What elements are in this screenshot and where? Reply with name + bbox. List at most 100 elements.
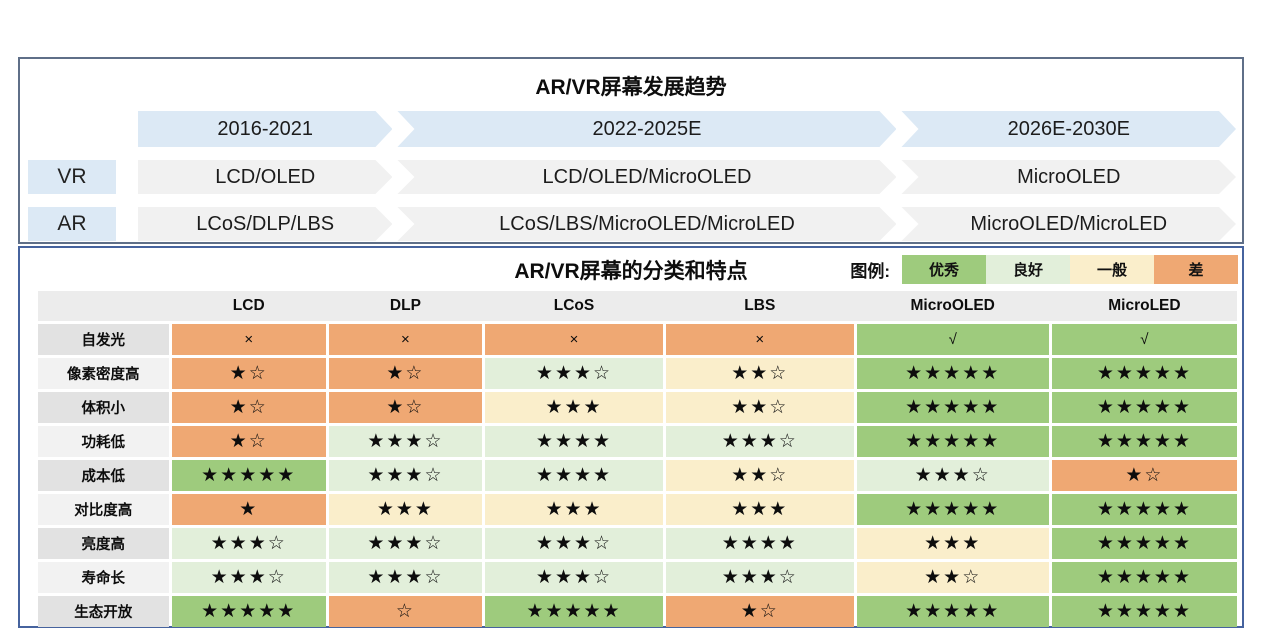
legend-swatch-fair: 一般 [1070, 255, 1154, 284]
comparison-matrix-panel: AR/VR屏幕的分类和特点 图例: 优秀良好一般差 LCD DLP LCoS LBS M… [18, 246, 1244, 628]
cell-lcd-row6: ★★★☆ [171, 528, 326, 559]
period-arrow-0: 2016-2021 [138, 111, 392, 147]
cell-microled-row3: ★★★★★ [1051, 426, 1237, 457]
legend-label: 图例: [850, 262, 890, 281]
cell-microled-row0: √ [1051, 324, 1237, 355]
cell-lbs-row3: ★★★☆ [666, 426, 854, 457]
cell-lbs-row5: ★★★ [666, 494, 854, 525]
cell-lbs-row7: ★★★☆ [666, 562, 854, 593]
column-header-dlp: DLP [389, 297, 421, 314]
period-arrow-1: 2022-2025E [397, 111, 896, 147]
cell-lcos-row3: ★★★★ [484, 426, 664, 457]
row-label-0: 自发光 [38, 324, 169, 355]
cell-lcos-row0: × [484, 324, 664, 355]
cell-microled-row1: ★★★★★ [1051, 358, 1237, 389]
cell-dlp-row3: ★★★☆ [328, 426, 482, 457]
cell-microled-row5: ★★★★★ [1051, 494, 1237, 525]
row-label-8: 生态开放 [38, 596, 169, 627]
cell-microoled-row6: ★★★ [856, 528, 1049, 559]
cell-lcd-row3: ★☆ [171, 426, 326, 457]
legend-swatches: 优秀良好一般差 [902, 255, 1238, 284]
cell-lcd-row2: ★☆ [171, 392, 326, 423]
cell-lcos-row2: ★★★ [484, 392, 664, 423]
cell-microoled-row1: ★★★★★ [856, 358, 1049, 389]
cell-lbs-row4: ★★☆ [666, 460, 854, 491]
ar-arrow-2: MicroOLED/MicroLED [901, 207, 1236, 241]
cell-lcos-row4: ★★★★ [484, 460, 664, 491]
column-header-microled: MicroLED [1108, 297, 1181, 314]
row-label-1: 像素密度高 [38, 358, 169, 389]
legend-swatch-good: 良好 [986, 255, 1070, 284]
cell-lcd-row1: ★☆ [171, 358, 326, 389]
row-label-6: 亮度高 [38, 528, 169, 559]
cell-microoled-row7: ★★☆ [856, 562, 1049, 593]
vr-arrow-1: LCD/OLED/MicroOLED [397, 160, 896, 194]
cell-microoled-row0: √ [856, 324, 1049, 355]
vr-arrow-0: LCD/OLED [138, 160, 392, 194]
row-label-4: 成本低 [38, 460, 169, 491]
row-label-2: 体积小 [38, 392, 169, 423]
matrix-header-bar: AR/VR屏幕的分类和特点 图例: 优秀良好一般差 [20, 253, 1242, 289]
cell-dlp-row2: ★☆ [328, 392, 482, 423]
cell-lbs-row6: ★★★★ [666, 528, 854, 559]
vr-arrow-2: MicroOLED [901, 160, 1236, 194]
cell-lbs-row0: × [666, 324, 854, 355]
cell-microoled-row4: ★★★☆ [856, 460, 1049, 491]
legend-swatch-excellent: 优秀 [902, 255, 986, 284]
cell-lbs-row8: ★☆ [666, 596, 854, 627]
cell-lcd-row8: ★★★★★ [171, 596, 326, 627]
table-header-row: LCD DLP LCoS LBS MicroOLED MicroLED [38, 291, 1237, 321]
row-label-3: 功耗低 [38, 426, 169, 457]
cell-lbs-row1: ★★☆ [666, 358, 854, 389]
ar-arrow-0: LCoS/DLP/LBS [138, 207, 392, 241]
table-body: 自发光××××√√像素密度高★☆★☆★★★☆★★☆★★★★★★★★★★体积小★☆… [38, 324, 1237, 627]
cell-microoled-row8: ★★★★★ [856, 596, 1049, 627]
row-label-slot-ar: AR [28, 207, 120, 241]
cell-dlp-row0: × [328, 324, 482, 355]
cell-dlp-row8: ☆ [328, 596, 482, 627]
cell-lcos-row8: ★★★★★ [484, 596, 664, 627]
cell-lcos-row1: ★★★☆ [484, 358, 664, 389]
column-header-empty [38, 291, 169, 321]
row-label-5: 对比度高 [38, 494, 169, 525]
cell-microoled-row3: ★★★★★ [856, 426, 1049, 457]
cell-dlp-row4: ★★★☆ [328, 460, 482, 491]
cell-microoled-row5: ★★★★★ [856, 494, 1049, 525]
cell-microled-row7: ★★★★★ [1051, 562, 1237, 593]
column-header-lcos: LCoS [553, 297, 595, 314]
side-label-ar: AR [28, 207, 116, 241]
row-label-7: 寿命长 [38, 562, 169, 593]
cell-microled-row8: ★★★★★ [1051, 596, 1237, 627]
ar-arrow-1: LCoS/LBS/MicroOLED/MicroLED [397, 207, 896, 241]
column-header-microoled: MicroOLED [910, 297, 995, 314]
column-header-lcd: LCD [232, 297, 265, 314]
cell-lcd-row0: × [171, 324, 326, 355]
cell-lcos-row7: ★★★☆ [484, 562, 664, 593]
legend-swatch-poor: 差 [1154, 255, 1238, 284]
cell-lcd-row5: ★ [171, 494, 326, 525]
cell-lcos-row5: ★★★ [484, 494, 664, 525]
period-label-slot-empty [28, 111, 120, 147]
matrix-title: AR/VR屏幕的分类和特点 [514, 260, 748, 283]
cell-lcos-row6: ★★★☆ [484, 528, 664, 559]
cell-lbs-row2: ★★☆ [666, 392, 854, 423]
cell-lcd-row4: ★★★★★ [171, 460, 326, 491]
side-label-vr: VR [28, 160, 116, 194]
column-header-lbs: LBS [744, 297, 776, 314]
cell-dlp-row6: ★★★☆ [328, 528, 482, 559]
cell-microoled-row2: ★★★★★ [856, 392, 1049, 423]
cell-dlp-row7: ★★★☆ [328, 562, 482, 593]
row-label-slot-vr: VR [28, 160, 120, 194]
period-arrow-2: 2026E-2030E [901, 111, 1236, 147]
cell-microled-row4: ★☆ [1051, 460, 1237, 491]
cell-dlp-row5: ★★★ [328, 494, 482, 525]
cell-lcd-row7: ★★★☆ [171, 562, 326, 593]
cell-microled-row2: ★★★★★ [1051, 392, 1237, 423]
cell-microled-row6: ★★★★★ [1051, 528, 1237, 559]
